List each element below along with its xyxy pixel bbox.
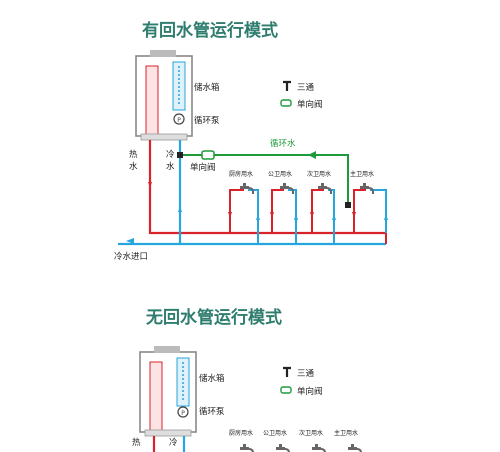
- faucet-icon: [360, 183, 374, 194]
- hot-water-label-1: 热: [129, 149, 138, 160]
- cold-inlet-label: 冷水进口: [114, 251, 148, 262]
- fixture-label: 公卫用水: [263, 429, 287, 437]
- faucet-icon: [280, 183, 294, 194]
- hot-inner-pipe: [145, 65, 159, 137]
- circulation-arrow: [308, 151, 316, 159]
- cold-water-label-1: 冷: [166, 149, 175, 160]
- pump-label: 循环泵: [194, 115, 220, 126]
- fixture-public-bath: 公卫用水: [263, 429, 290, 452]
- fixture-kitchen: 厨房用水: [229, 429, 254, 452]
- fixture-label: 次卫用水: [299, 429, 323, 437]
- legend-check-valve-label: 单向阀: [297, 99, 323, 110]
- fixture-public-bath: 公卫用水: [268, 170, 298, 244]
- fixture-master-bath: 主卫用水: [334, 429, 362, 452]
- fixture-label: 主卫用水: [334, 429, 358, 437]
- tank-label: 储水箱: [199, 373, 225, 384]
- circulation-label: 循环水: [270, 138, 296, 149]
- fixture-label: 主卫用水: [350, 170, 374, 178]
- legend-top: 三通 单向阀: [280, 80, 323, 110]
- fixture-second-bath: 次卫用水: [307, 170, 336, 244]
- fixture-label: 次卫用水: [307, 170, 331, 178]
- fixture-label: 厨房用水: [229, 429, 253, 437]
- bottom-title: 无回水管运行模式: [145, 307, 282, 328]
- tee-icon: [283, 80, 291, 91]
- check-valve-label: 单向阀: [190, 162, 216, 173]
- cold-water-label-2: 水: [166, 161, 175, 172]
- heater-base: [140, 133, 188, 141]
- faucet-icon: [240, 183, 254, 194]
- top-title: 有回水管运行模式: [142, 20, 278, 41]
- check-valve-icon: [280, 99, 292, 107]
- heater-top-cap: [150, 50, 176, 57]
- circulation-pipe: [180, 154, 349, 205]
- legend-tee-label: 三通: [297, 82, 315, 93]
- heater-top-cap: [154, 346, 180, 353]
- check-valve-icon: [280, 386, 292, 394]
- svg-text:P: P: [181, 410, 185, 417]
- faucet-icon: [312, 444, 326, 452]
- faucet-icon: [348, 444, 362, 452]
- fixture-master-bath: 主卫用水: [345, 170, 388, 244]
- hot-inner-pipe: [149, 361, 163, 433]
- legend-bottom: 三通 单向阀: [280, 366, 323, 397]
- faucet-icon: [318, 183, 332, 194]
- legend-check-valve-label: 单向阀: [297, 386, 323, 397]
- hot-main-pipe: [148, 140, 386, 235]
- cold-water-label-1: 冷: [169, 437, 178, 448]
- tank-label: 储水箱: [194, 82, 220, 93]
- fixture-second-bath: 次卫用水: [299, 429, 326, 452]
- pump-icon: [173, 113, 185, 125]
- heater-base: [144, 429, 192, 437]
- tee-fitting: [345, 202, 351, 208]
- check-valve-icon: [201, 150, 215, 160]
- faucet-icon: [276, 444, 290, 452]
- fixture-label: 公卫用水: [268, 170, 292, 178]
- bottom-diagram: 无回水管运行模式 P 储水箱 循环泵 热 冷 厨房用水 公卫用水 次卫用水 主卫…: [132, 307, 362, 452]
- faucet-icon: [240, 444, 254, 452]
- top-diagram: 有回水管运行模式 P 储水箱 循环泵 热 水 冷 水 单向阀 循环水: [114, 20, 388, 262]
- tee-fitting: [177, 152, 183, 158]
- cold-inlet-arrow: [126, 238, 134, 244]
- fixture-kitchen: 厨房用水: [228, 170, 260, 244]
- hot-water-label-1: 热: [132, 437, 141, 448]
- fixture-label: 厨房用水: [229, 170, 253, 178]
- legend-tee-label: 三通: [297, 368, 315, 379]
- svg-text:P: P: [177, 117, 181, 124]
- pump-label: 循环泵: [199, 406, 225, 417]
- hot-water-label-2: 水: [129, 161, 138, 172]
- pump-icon: [177, 406, 189, 418]
- tee-icon: [283, 366, 291, 377]
